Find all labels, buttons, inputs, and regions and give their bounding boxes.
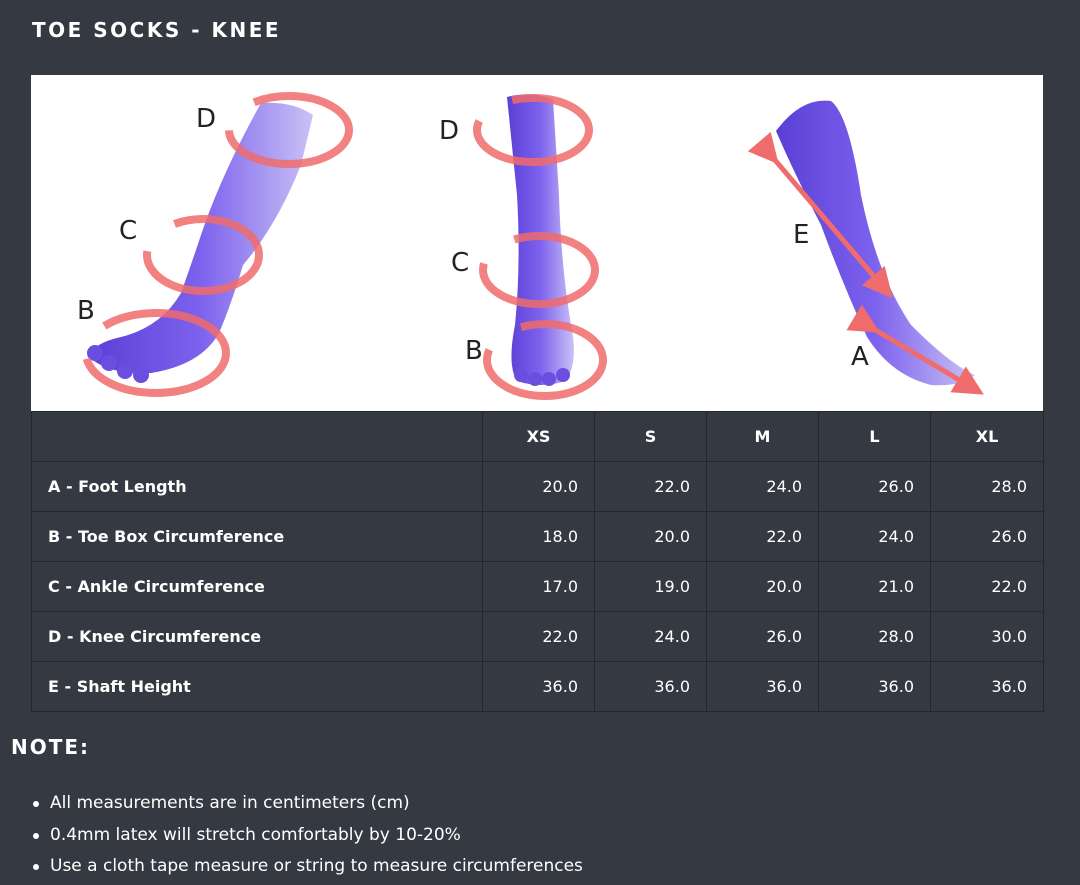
label-d-side: D xyxy=(196,104,216,134)
cell-xl: 36.0 xyxy=(930,661,1044,712)
cell-s: 19.0 xyxy=(594,561,707,612)
header-xs: XS xyxy=(482,411,595,462)
size-table: XS S M L XL A - Foot Length 20.0 22.0 24… xyxy=(31,411,1044,712)
note-list: All measurements are in centimeters (cm)… xyxy=(30,790,583,885)
cell-xs: 18.0 xyxy=(482,511,595,562)
cell-m: 24.0 xyxy=(706,461,819,512)
header-m: M xyxy=(706,411,819,462)
cell-xs: 22.0 xyxy=(482,611,595,662)
cell-m: 26.0 xyxy=(706,611,819,662)
note-item: 0.4mm latex will stretch comfortably by … xyxy=(30,822,583,854)
row-label: B - Toe Box Circumference xyxy=(31,511,483,562)
label-a-profile: A xyxy=(851,342,869,372)
cell-s: 36.0 xyxy=(594,661,707,712)
cell-xl: 22.0 xyxy=(930,561,1044,612)
sock-profile-view: E A xyxy=(747,100,984,395)
cell-l: 26.0 xyxy=(818,461,931,512)
label-c-side: C xyxy=(119,216,137,246)
row-label: E - Shaft Height xyxy=(31,661,483,712)
label-b-front: B xyxy=(465,336,483,366)
header-s: S xyxy=(594,411,707,462)
size-diagram-image: D C B D C B E A xyxy=(31,75,1043,411)
cell-m: 20.0 xyxy=(706,561,819,612)
cell-s: 22.0 xyxy=(594,461,707,512)
cell-xs: 17.0 xyxy=(482,561,595,612)
note-item: All measurements are in centimeters (cm) xyxy=(30,790,583,822)
cell-m: 36.0 xyxy=(706,661,819,712)
page-title: TOE SOCKS - KNEE xyxy=(32,18,282,42)
table-row: D - Knee Circumference 22.0 24.0 26.0 28… xyxy=(31,611,1044,662)
cell-s: 20.0 xyxy=(594,511,707,562)
row-label: C - Ankle Circumference xyxy=(31,561,483,612)
sock-front-view: D C B xyxy=(439,94,607,400)
cell-xs: 20.0 xyxy=(482,461,595,512)
table-row: C - Ankle Circumference 17.0 19.0 20.0 2… xyxy=(31,561,1044,612)
cell-xs: 36.0 xyxy=(482,661,595,712)
row-label: D - Knee Circumference xyxy=(31,611,483,662)
sock-side-view: D C B xyxy=(77,92,353,397)
cell-l: 36.0 xyxy=(818,661,931,712)
label-e-profile: E xyxy=(793,220,809,250)
table-row: E - Shaft Height 36.0 36.0 36.0 36.0 36.… xyxy=(31,661,1044,712)
row-label: A - Foot Length xyxy=(31,461,483,512)
label-b-side: B xyxy=(77,296,95,326)
cell-s: 24.0 xyxy=(594,611,707,662)
cell-l: 21.0 xyxy=(818,561,931,612)
cell-xl: 28.0 xyxy=(930,461,1044,512)
header-xl: XL xyxy=(930,411,1044,462)
note-item: Use a cloth tape measure or string to me… xyxy=(30,853,583,885)
table-row: A - Foot Length 20.0 22.0 24.0 26.0 28.0 xyxy=(31,461,1044,512)
cell-m: 22.0 xyxy=(706,511,819,562)
note-heading: NOTE: xyxy=(11,735,91,759)
table-header-row: XS S M L XL xyxy=(31,411,1044,462)
header-l: L xyxy=(818,411,931,462)
table-row: B - Toe Box Circumference 18.0 20.0 22.0… xyxy=(31,511,1044,562)
cell-l: 28.0 xyxy=(818,611,931,662)
cell-xl: 30.0 xyxy=(930,611,1044,662)
label-c-front: C xyxy=(451,248,469,278)
header-blank xyxy=(31,411,483,462)
cell-l: 24.0 xyxy=(818,511,931,562)
cell-xl: 26.0 xyxy=(930,511,1044,562)
label-d-front: D xyxy=(439,116,459,146)
